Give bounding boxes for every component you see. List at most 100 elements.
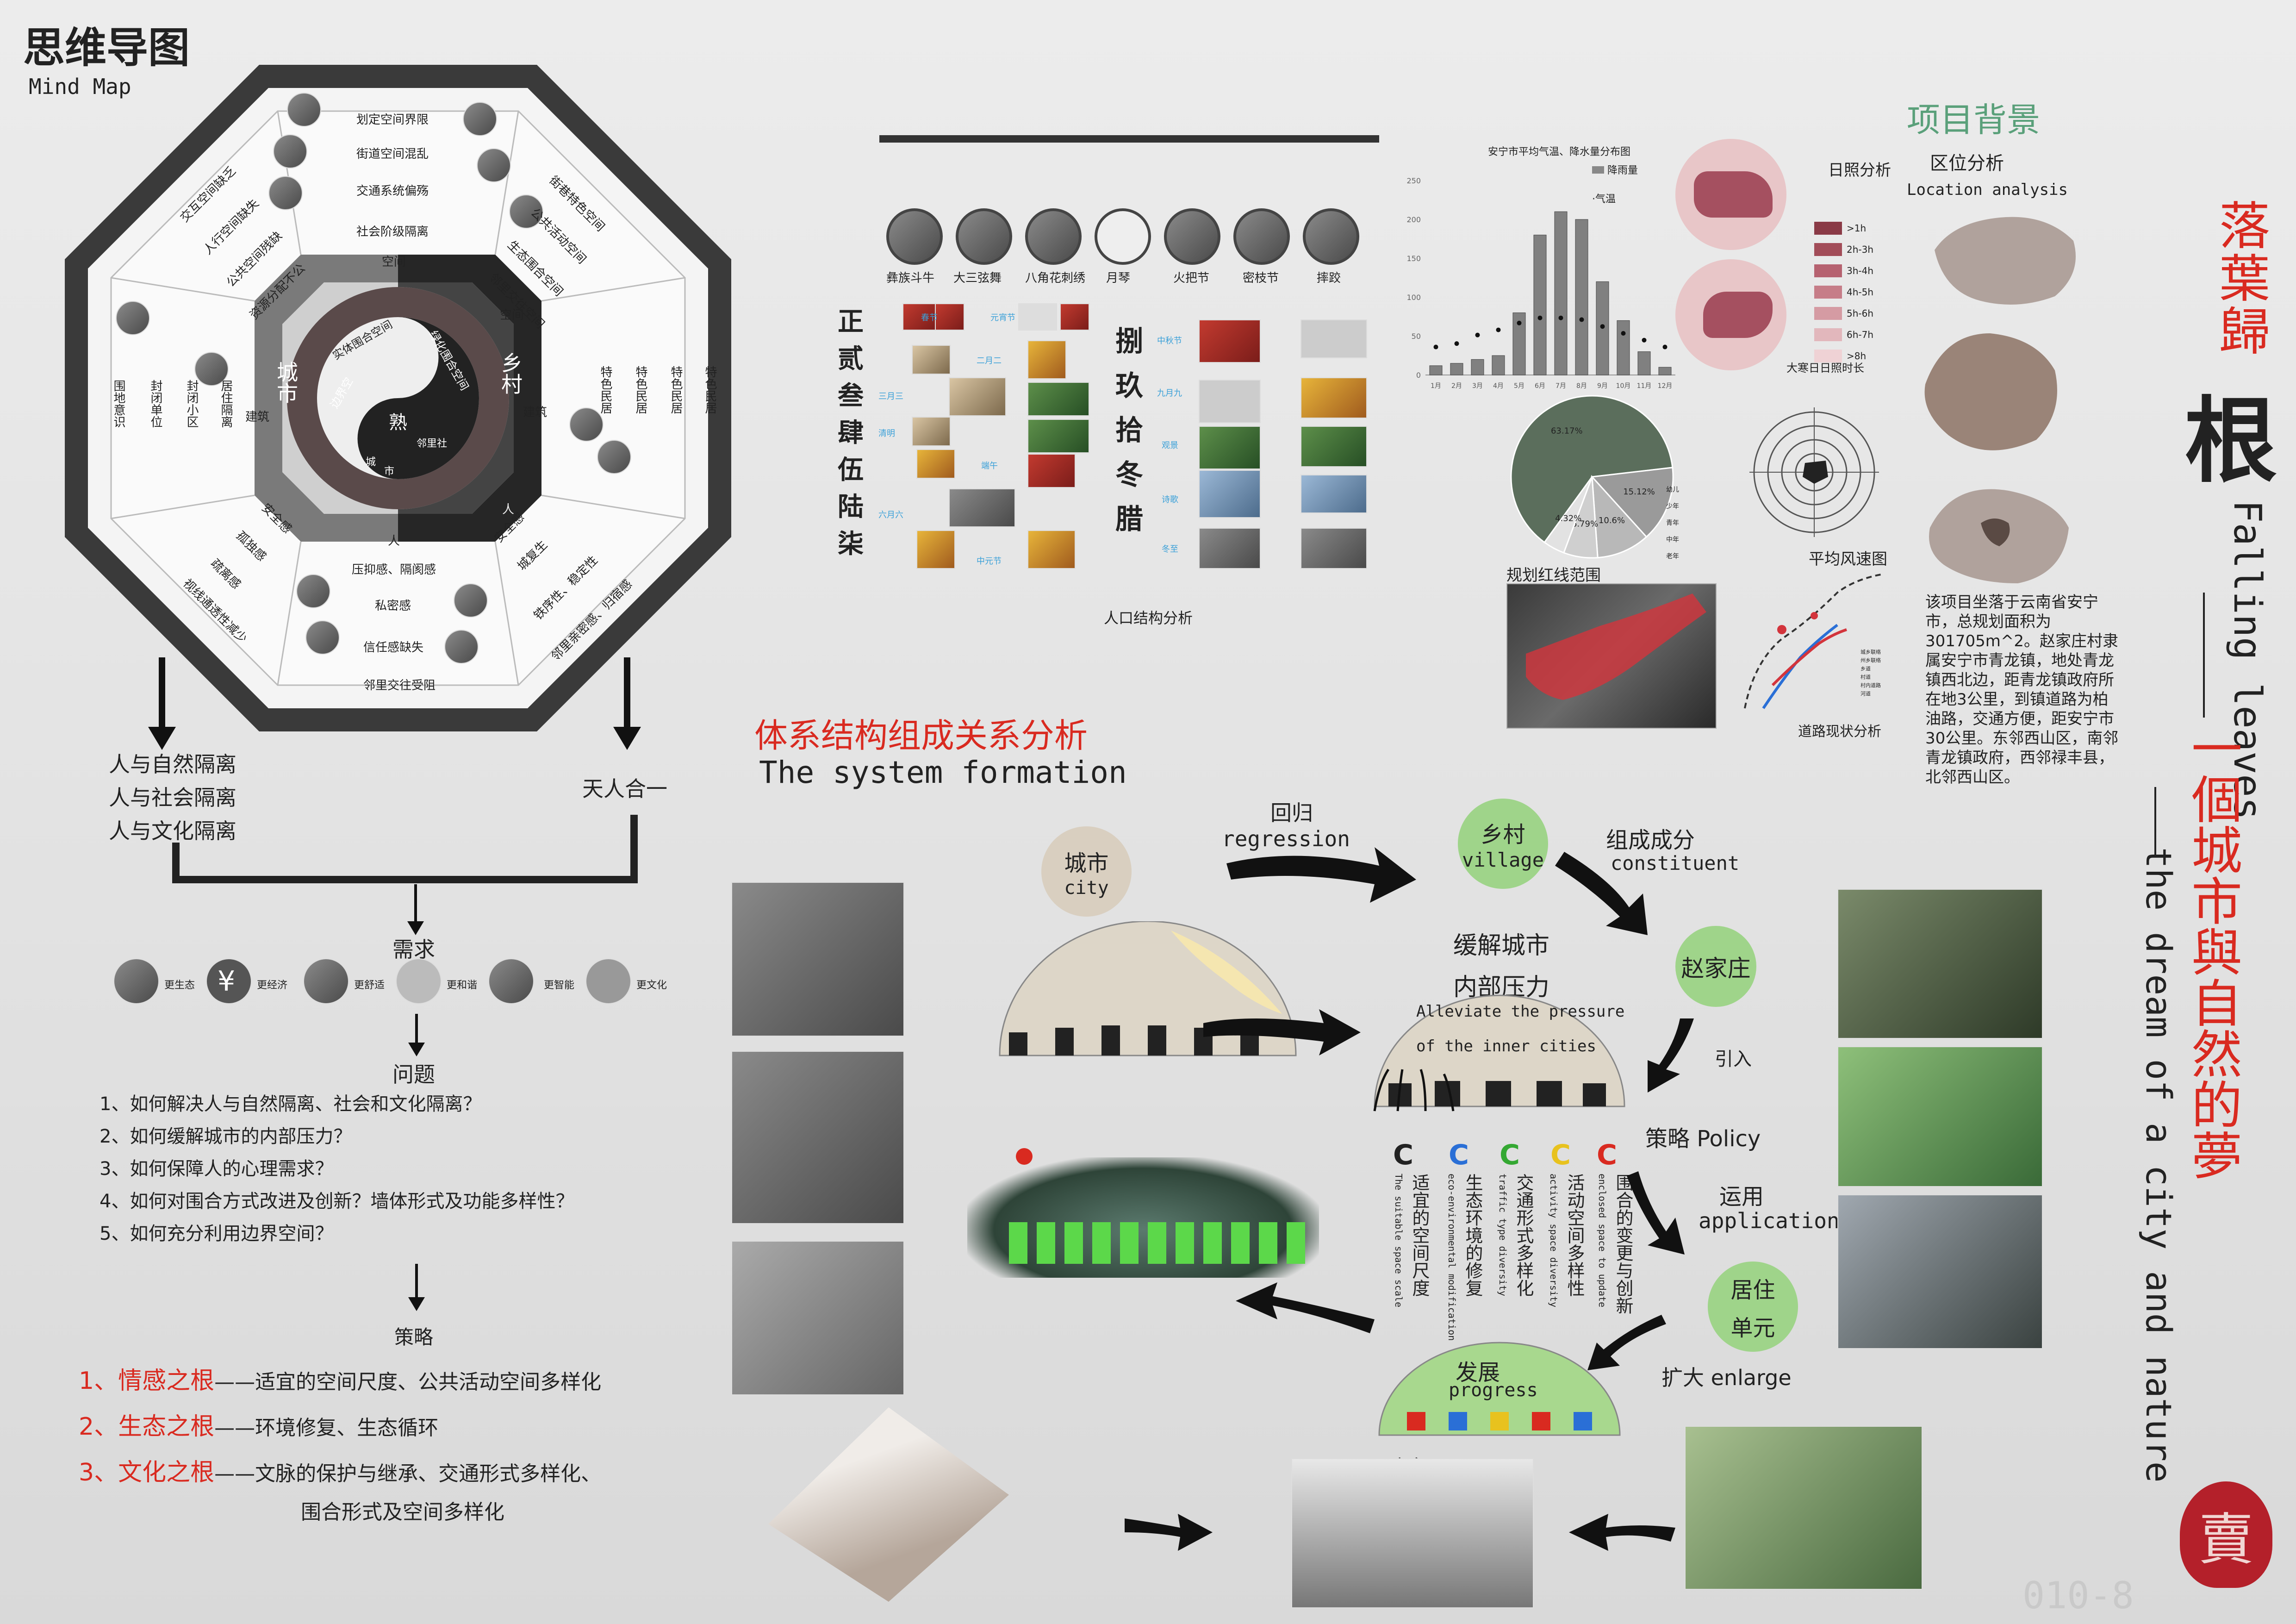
mindmap-city: 城市 [274,361,299,404]
climate-month-label: 1月 [1431,382,1441,390]
title-vertical-line2 [2154,787,2156,856]
policy-c-2: C [1449,1139,1469,1171]
festival-7: 摔跤 [1317,271,1341,285]
apply-cn: 运用 [1719,1184,1764,1210]
climate-ytick: 150 [1406,254,1421,263]
terrace-photo [1685,1426,1923,1590]
village-node: 乡村 village [1458,799,1548,889]
question-title: 问题 [392,1062,435,1087]
road-legend: 城乡联络 州乡联络 乡道 村道 村内道路 河道 [1860,648,1881,698]
policy-3-en: traffic type diversity [1497,1174,1508,1296]
policy-c-4: C [1550,1139,1571,1171]
road-caption: 道路现状分析 [1798,724,1881,740]
needs-row: 更生态 ¥ 更经济 更舒适 更和谐 更智能 更文化 [113,956,692,1007]
month-4: 肆 [838,418,864,448]
climate-month-label: 8月 [1576,382,1587,390]
green-bars [1009,1222,1305,1264]
month-10: 拾 [1115,414,1143,447]
pie-legend-1: 幼儿 [1666,486,1679,493]
pie-label: 15.12% [1623,487,1655,497]
watermark: 010-8 [2022,1574,2134,1617]
policy-c-5: C [1597,1139,1618,1171]
climate-ytick: 0 [1416,371,1421,380]
mindmap-left-vert-4: 居住隔离 [219,380,233,428]
redline-map [1506,583,1717,729]
dwell-node-2: 单元 [1730,1315,1775,1341]
festival-1: 彝族斗牛 [886,271,935,285]
sun-legend-7: >8h [1847,350,1867,362]
problem-3: 人与文化隔离 [109,818,236,843]
festival-line [879,135,1379,143]
fest-label-2: 元宵节 [990,313,1015,323]
mindmap-bottom-3: 信任感缺失 [363,641,424,655]
need-3: 更舒适 [354,980,385,991]
fest-label-5: 清明 [878,429,895,438]
pie-slice [1590,467,1674,538]
city-node-cn: 城市 [1064,850,1109,876]
sun-caption: 大寒日日照时长 [1786,362,1864,375]
mindmap-top-1: 划定空间界限 [356,113,429,127]
sun-legend-1: >1h [1847,223,1867,234]
climate-bar [1575,219,1588,375]
background-desc: 该项目坐落于云南省安宁市，总规划面积为301705m^2。赵家庄村隶属安宁市青龙… [1925,593,2119,787]
mindmap-core-mid: 熟 [389,412,407,433]
climate-bar [1637,351,1651,375]
road-legend-5: 村内道路 [1860,682,1881,688]
relieve-en2: of the inner cities [1416,1037,1596,1056]
mindmap-right-vert-3: 特色民居 [669,366,683,414]
strategy-3: 3、文化之根——文脉的保护与继承、交通形式多样化、 [79,1450,601,1496]
question-5: 5、如何充分利用边界空间？ [100,1223,334,1244]
policy-1-en: The suitable space scale [1393,1174,1404,1307]
climate-month-label: 10月 [1616,382,1631,390]
mindmap-core-bottom: 邻里社 [417,438,448,450]
climate-temp-point [1642,337,1647,343]
mindmap-core-b1: 城 [366,456,376,468]
climate-bar [1492,355,1505,375]
relieve-cn1: 缓解城市 [1453,932,1550,960]
pie-slice [1510,395,1674,543]
title-vertical-en2: the dream of a city and nature [2138,847,2179,1483]
need-1: 更生态 [164,980,195,991]
yen-icon: ¥ [218,965,236,998]
strategy-cont: 围合形式及空间多样化 [301,1500,504,1524]
title-vertical-line1 [2203,593,2205,718]
policy-2-cn: 生态环境的修复 [1462,1174,1483,1297]
location-title-cn: 区位分析 [1930,153,2004,174]
need-4: 更和谐 [447,980,478,991]
climate-ytick: 100 [1406,293,1421,302]
fest-label-1: 春节 [921,313,938,323]
mindmap-top-4: 社会阶级隔离 [356,225,429,239]
mindmap-ring-space2: 空间 [500,308,524,322]
pie-legend-5: 老年 [1666,553,1679,560]
apply-en: application [1699,1208,1840,1233]
problems-list: 人与自然隔离 人与社会隔离 人与文化隔离 [109,748,236,848]
climate-ytick: 50 [1412,332,1421,341]
policy-1-cn: 适宜的空间尺度 [1409,1174,1430,1297]
sun-legend: >1h 2h-3h 3h-4h 4h-5h 5h-6h 6h-7h >8h [1814,218,1873,367]
title-vertical-root: 根 [2184,387,2277,495]
climate-temp-point [1662,344,1668,350]
fest-label-8: 中元节 [977,556,1002,566]
introduce-label: 引入 [1715,1049,1752,1070]
mindmap-right-vert-1: 特色民居 [598,366,612,414]
mindmap-octagon [65,65,731,731]
festival-icons [875,130,1384,287]
climate-bar [1429,365,1443,375]
climate-temp-point [1517,320,1522,325]
sun-shape-2 [1703,292,1773,338]
sun-legend-6: 6h-7h [1847,329,1874,340]
mindmap-ring-space: 空间 [382,255,406,269]
pie-legend-3: 青年 [1666,519,1679,527]
climate-temp-point [1621,331,1626,336]
pie-legend-2: 少年 [1666,503,1679,510]
mindmap-bottom-2: 私密感 [375,599,411,613]
pie-legend-4: 中年 [1666,536,1679,543]
mindmap-left-vert-1: 围地意识 [112,380,125,428]
month-9: 玖 [1115,370,1143,402]
climate-month-label: 2月 [1451,382,1462,390]
need-6: 更文化 [636,980,667,991]
policy-4-en: activity space diversity [1548,1174,1559,1307]
strategy-1: 1、情感之根——适宜的空间尺度、公共活动空间多样化 [79,1359,601,1405]
mindmap-title-en: Mind Map [29,74,131,99]
